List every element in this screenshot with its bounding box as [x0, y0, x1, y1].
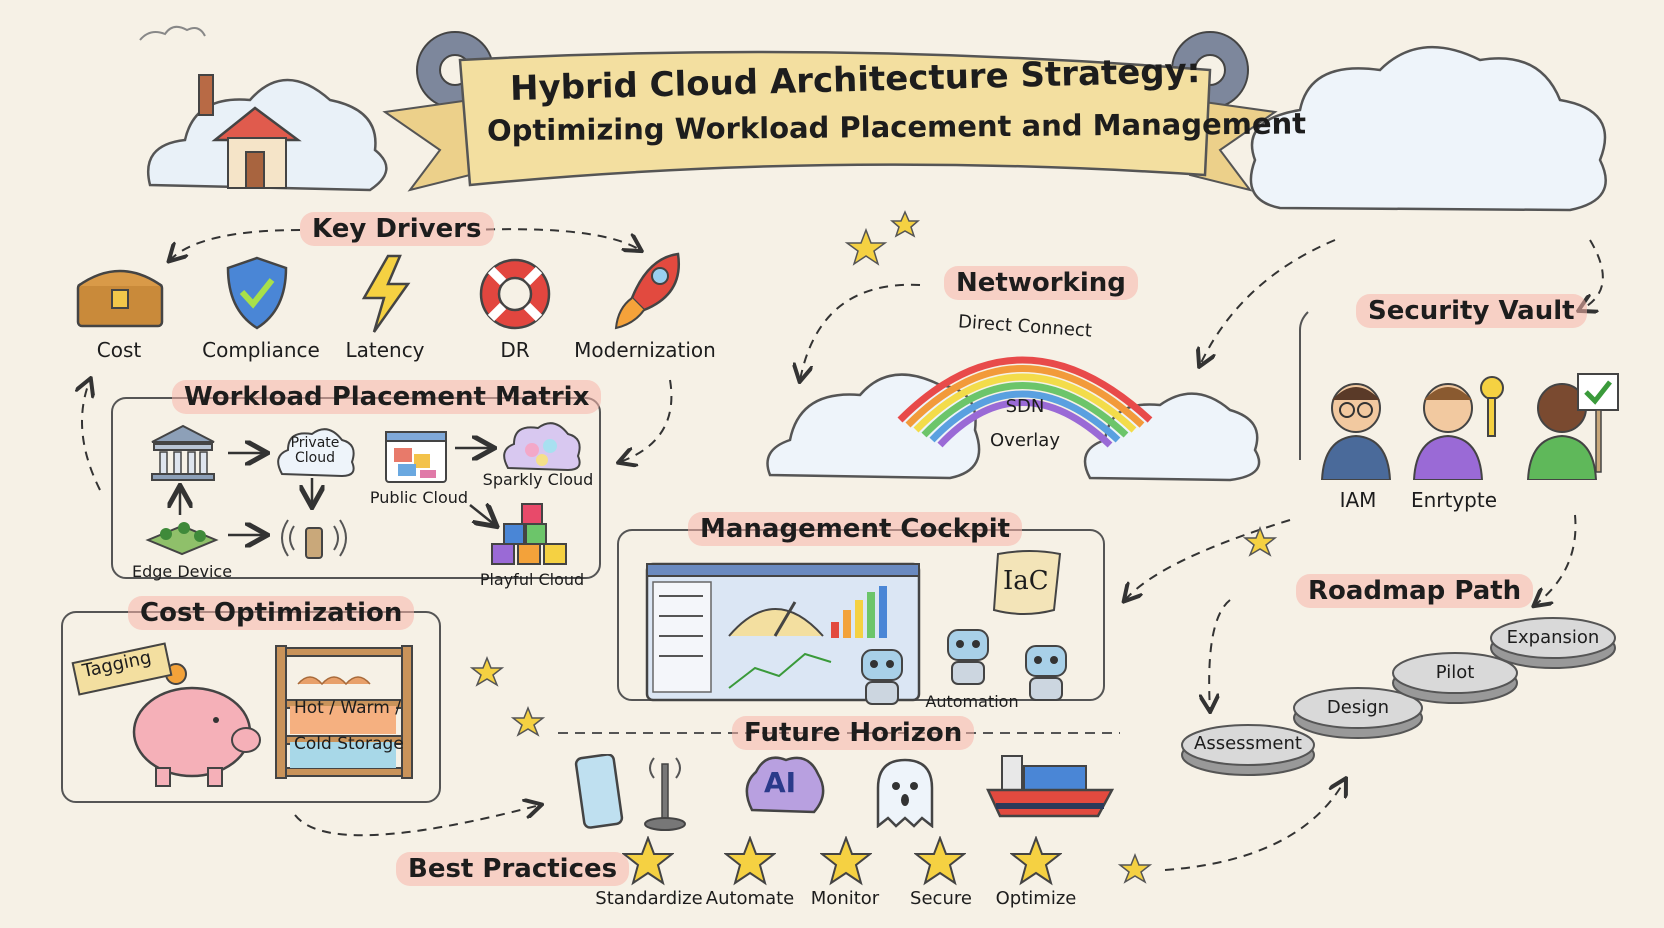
treasure-chest-icon	[74, 262, 166, 334]
key-driver-label: Modernization	[574, 338, 716, 362]
iac-scroll-icon	[990, 548, 1066, 622]
playful-cloud-label: Playful Cloud	[479, 570, 585, 589]
dashboard-screen-icon	[645, 562, 921, 706]
private-cloud-icon	[272, 424, 358, 484]
home-cloud-icon	[139, 25, 388, 192]
private-cloud-label: Private Cloud	[290, 435, 340, 466]
storage-shelf-icon	[274, 644, 414, 784]
best-practice-label: Monitor	[810, 888, 880, 909]
networking-heading: Networking	[944, 266, 1138, 300]
sparkly-cloud-label: Sparkly Cloud	[482, 470, 594, 489]
key-driver-label: Cost	[96, 338, 142, 362]
lightning-icon	[358, 254, 414, 338]
phone-icon	[574, 753, 624, 834]
robot-icon	[1016, 636, 1076, 706]
future-horizon-heading: Future Horizon	[732, 716, 975, 750]
person-iam-icon	[1316, 376, 1396, 484]
public-cloud-window-icon	[384, 430, 448, 488]
roadmap-steps	[1181, 617, 1616, 776]
rocket-icon	[608, 248, 688, 338]
shield-check-icon	[224, 254, 290, 336]
star-icon	[819, 835, 873, 890]
key-driver-label: Compliance	[202, 338, 320, 362]
best-practice-label: Secure	[910, 888, 972, 909]
star-icon	[723, 835, 777, 890]
title-line-2: Optimizing Workload Placement and Manage…	[486, 106, 1307, 148]
network-arc-label: Overlay	[990, 430, 1060, 451]
person-key-icon	[1408, 376, 1508, 484]
ai-brain-icon	[738, 750, 828, 830]
cargo-ship-icon	[986, 746, 1116, 830]
edge-device-icon	[144, 510, 220, 562]
playful-cloud-blocks-icon	[490, 502, 574, 572]
key-driver-label: Latency	[345, 338, 425, 362]
storage-label-hot: Hot / Warm /	[294, 698, 401, 718]
security-vault-heading: Security Vault	[1356, 294, 1587, 328]
storage-label-cold: Cold Storage	[294, 734, 404, 754]
cost-optimization-heading: Cost Optimization	[128, 596, 415, 630]
star-icon	[913, 835, 967, 890]
ghost-icon	[872, 756, 938, 832]
antenna-icon	[640, 748, 690, 836]
public-cloud-label: Public Cloud	[369, 488, 469, 507]
life-ring-icon	[475, 254, 555, 338]
ai-brain-label: AI	[764, 766, 797, 799]
edge-device-label: Edge Device	[132, 562, 233, 581]
best-practice-label: Automate	[705, 888, 795, 909]
roadmap-heading: Roadmap Path	[1296, 574, 1534, 608]
roadmap-step-label: Pilot	[1435, 662, 1475, 683]
title-banner	[382, 50, 1278, 192]
roadmap-step-label: Expansion	[1506, 627, 1600, 648]
network-arc-label: SDN	[1005, 396, 1045, 417]
piggy-bank-icon	[116, 660, 266, 794]
key-drivers-heading: Key Drivers	[300, 212, 494, 246]
star-icon	[621, 835, 675, 890]
key-driver-label: DR	[500, 338, 530, 362]
workload-matrix-heading: Workload Placement Matrix	[172, 380, 602, 414]
robot-icon	[938, 620, 998, 690]
sparkly-cloud-icon	[498, 418, 584, 478]
best-practice-label: Standardize	[595, 888, 703, 909]
management-cockpit-heading: Management Cockpit	[688, 512, 1023, 546]
iot-sensor-icon	[274, 506, 354, 570]
person-check-sign-icon	[1522, 372, 1622, 484]
iac-label: IaC	[1003, 566, 1049, 596]
best-practices-heading: Best Practices	[396, 852, 630, 886]
star-icon	[1009, 835, 1063, 890]
best-practice-label: Optimize	[995, 888, 1077, 909]
star-icons	[469, 210, 1278, 884]
top-right-cloud-icon	[1249, 45, 1607, 212]
rainbow-icon	[897, 356, 1153, 448]
datacenter-building-icon	[148, 424, 218, 486]
security-label-encrypt: Enrtypte	[1410, 488, 1498, 512]
robot-icon	[852, 640, 912, 710]
security-label-iam: IAM	[1339, 488, 1377, 512]
automation-label: Automation	[925, 692, 1019, 711]
roadmap-step-label: Assessment	[1194, 733, 1302, 754]
roadmap-step-label: Design	[1326, 697, 1390, 718]
